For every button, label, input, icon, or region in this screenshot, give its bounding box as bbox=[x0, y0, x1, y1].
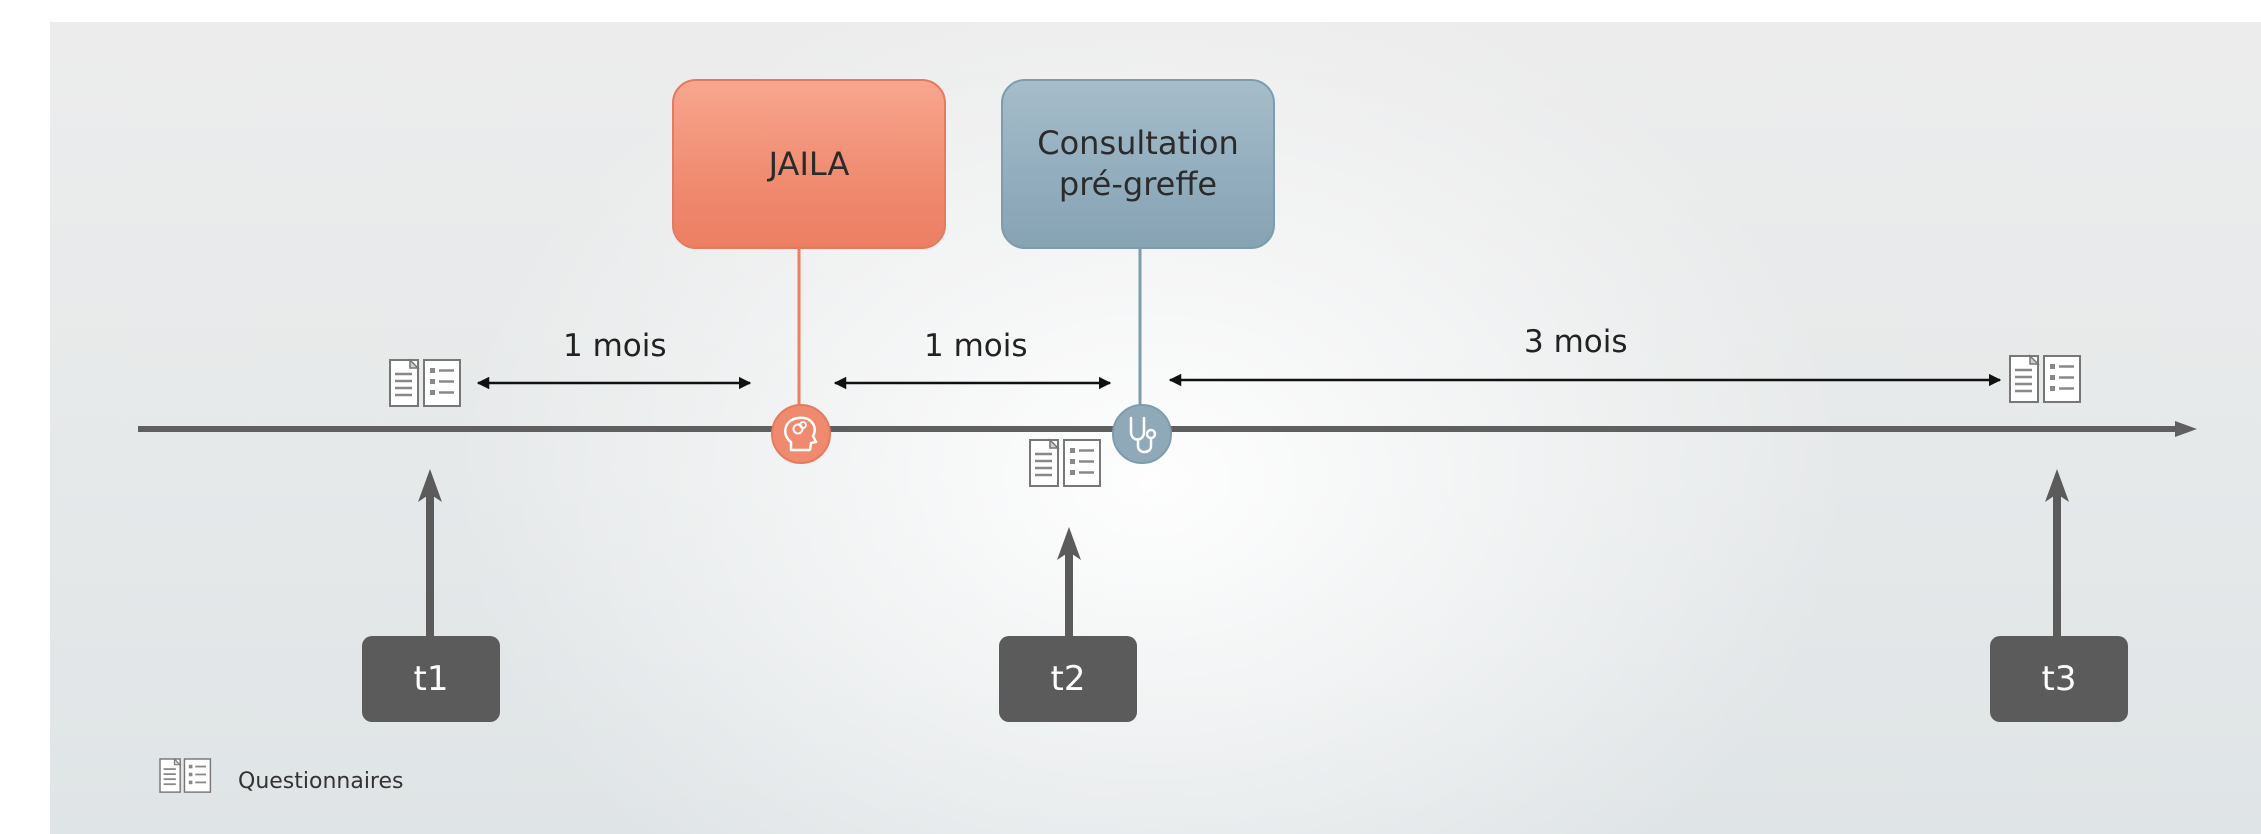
jaila-label: JAILA bbox=[768, 144, 850, 183]
time-point-t2: t2 bbox=[999, 636, 1137, 722]
stethoscope-icon bbox=[1112, 404, 1172, 464]
interval-label-1: 1 mois bbox=[563, 328, 667, 364]
questionnaire-icon bbox=[159, 758, 212, 794]
time-point-label: t1 bbox=[413, 659, 449, 699]
consultation-label: Consultation pré-greffe bbox=[1037, 124, 1239, 203]
timeline-diagram: JAILA Consultation pré-greffe 1 mois 1 m… bbox=[50, 22, 2261, 834]
legend-label: Questionnaires bbox=[238, 769, 404, 794]
time-point-t3: t3 bbox=[1990, 636, 2128, 722]
interval-label-2: 1 mois bbox=[924, 328, 1028, 364]
brain-head-icon bbox=[771, 404, 831, 464]
up-arrow-t3 bbox=[2045, 469, 2069, 636]
time-point-label: t3 bbox=[2041, 659, 2077, 699]
timeline-graphics bbox=[138, 249, 2197, 794]
interval-label-3: 3 mois bbox=[1524, 324, 1628, 360]
questionnaire-icon-t2 bbox=[1028, 438, 1102, 488]
consultation-box: Consultation pré-greffe bbox=[1001, 79, 1275, 249]
time-point-t1: t1 bbox=[362, 636, 500, 722]
time-point-label: t2 bbox=[1050, 659, 1086, 699]
questionnaire-icon-t3 bbox=[2008, 354, 2082, 404]
questionnaire-icon-t1 bbox=[388, 358, 462, 408]
jaila-box: JAILA bbox=[672, 79, 946, 249]
up-arrow-t1 bbox=[418, 469, 442, 636]
up-arrow-t2 bbox=[1057, 527, 1081, 636]
